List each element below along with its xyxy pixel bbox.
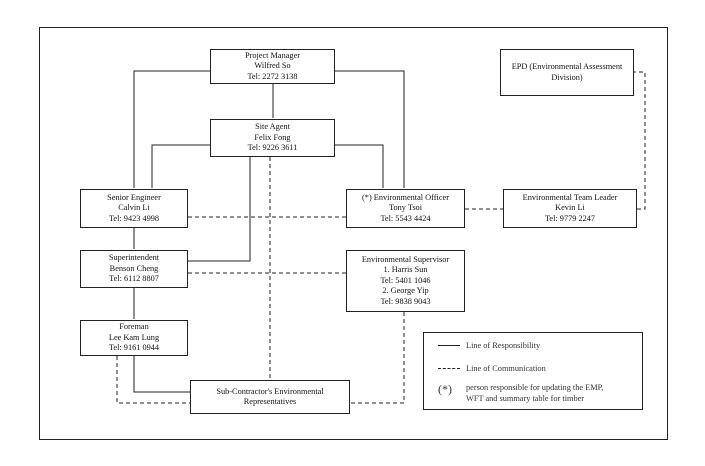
env-supervisor-name-1: 1. Harris Sun bbox=[383, 265, 428, 275]
epd-box: EPD (Environmental Assessment Division) bbox=[500, 49, 634, 96]
env-supervisor-name-2: 2. George Yip bbox=[382, 286, 429, 296]
site-agent-to-env-officer-line bbox=[335, 144, 384, 188]
senior-engineer-name: Calvin Li bbox=[118, 203, 150, 213]
legend-note-line-2: WFT and summary table for timber bbox=[466, 394, 585, 403]
project-manager-tel: Tel: 2272 3138 bbox=[247, 71, 298, 81]
chart-frame bbox=[39, 27, 668, 440]
env-supervisor-tel-1: Tel: 5401 1046 bbox=[380, 275, 431, 285]
environmental-team-leader-box: Environmental Team Leader Kevin Li Tel: … bbox=[503, 189, 637, 228]
env-supervisor-tel-2: Tel: 9838 9043 bbox=[380, 296, 431, 306]
senior-engineer-tel: Tel: 9423 4998 bbox=[108, 213, 160, 223]
foreman-to-subcontractor-line bbox=[133, 356, 190, 393]
project-manager-box: Project Manager Wilfred So Tel: 2272 313… bbox=[210, 49, 335, 84]
foreman-tel: Tel: 9161 0944 bbox=[108, 343, 160, 353]
superintendent-name: Benson Cheng bbox=[109, 263, 159, 273]
environmental-officer-title: (*) Environmental Officer bbox=[362, 192, 449, 202]
legend-communication: Line of Communication bbox=[438, 364, 546, 373]
site-agent-tel: Tel: 9226 3611 bbox=[247, 143, 298, 153]
site-agent-to-senior-engineer-line bbox=[151, 144, 210, 188]
epd-line-1: EPD (Environmental Assessment bbox=[511, 62, 623, 71]
senior-engineer-box: Senior Engineer Calvin Li Tel: 9423 4998 bbox=[80, 189, 188, 228]
legend: Line of Responsibility Line of Communica… bbox=[423, 332, 643, 410]
environmental-officer-name: Tony Tsoi bbox=[388, 203, 423, 213]
superintendent-title: Superintendent bbox=[108, 253, 160, 263]
legend-marker-note: (*) person responsible for updating the … bbox=[438, 382, 603, 404]
environmental-supervisor-box: Environmental Supervisor 1. Harris Sun T… bbox=[346, 250, 465, 312]
subcontractor-rep-line-1: Sub-Contractor's Environmental bbox=[216, 386, 324, 396]
subcontractor-rep-line-2: Representatives bbox=[243, 397, 297, 406]
legend-responsibility: Line of Responsibility bbox=[438, 341, 540, 350]
environmental-officer-box: (*) Environmental Officer Tony Tsoi Tel:… bbox=[346, 189, 465, 228]
legend-communication-label: Line of Communication bbox=[466, 364, 546, 373]
subcontractor-rep-box: Sub-Contractor's Environmental Represent… bbox=[190, 380, 350, 414]
solid-line-icon bbox=[438, 345, 460, 346]
superintendent-tel: Tel: 6112 8807 bbox=[109, 274, 159, 284]
pm-to-env-officer-line bbox=[335, 70, 405, 188]
site-agent-to-superintendent-line bbox=[188, 157, 251, 262]
site-agent-title: Site Agent bbox=[255, 122, 290, 132]
foreman-title: Foreman bbox=[119, 322, 149, 332]
team-leader-title: Environmental Team Leader bbox=[522, 192, 618, 202]
legend-note-line-1: person responsible for updating the EMP, bbox=[466, 383, 604, 392]
foreman-name: Lee Kam Lung bbox=[108, 332, 160, 342]
epd-line-2: Division) bbox=[551, 72, 583, 82]
site-agent-name: Felix Fong bbox=[254, 132, 291, 142]
senior-engineer-title: Senior Engineer bbox=[107, 192, 161, 202]
foreman-to-subcontractor-dashed-line bbox=[116, 356, 190, 404]
project-manager-title: Project Manager bbox=[244, 50, 301, 60]
pm-to-senior-engineer-line bbox=[133, 70, 210, 188]
team-leader-tel: Tel: 9779 2247 bbox=[544, 213, 596, 223]
superintendent-box: Superintendent Benson Cheng Tel: 6112 88… bbox=[80, 250, 188, 288]
legend-marker: (*) bbox=[438, 382, 452, 396]
legend-note: person responsible for updating the EMP,… bbox=[466, 382, 603, 404]
dashed-line-icon bbox=[438, 368, 460, 369]
legend-responsibility-label: Line of Responsibility bbox=[466, 341, 541, 350]
team-leader-to-epd-line bbox=[634, 71, 646, 210]
team-leader-name: Kevin Li bbox=[555, 203, 585, 213]
project-manager-name: Wilfred So bbox=[254, 61, 291, 71]
environmental-officer-tel: Tel: 5543 4424 bbox=[380, 213, 431, 223]
site-agent-box: Site Agent Felix Fong Tel: 9226 3611 bbox=[210, 119, 335, 157]
env-supervisor-title: Environmental Supervisor bbox=[361, 254, 450, 264]
env-supervisor-to-subcontractor-line bbox=[350, 312, 405, 404]
foreman-box: Foreman Lee Kam Lung Tel: 9161 0944 bbox=[80, 320, 188, 356]
